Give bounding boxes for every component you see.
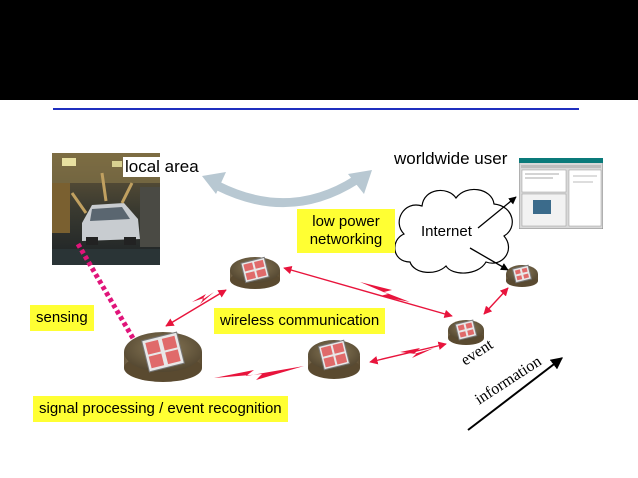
computer-screen-icon [519, 158, 603, 229]
header-bar [0, 0, 638, 100]
internet-cloud-icon [394, 188, 513, 274]
title-underline [53, 108, 579, 110]
worldwide-user-label: worldwide user [394, 149, 508, 168]
signal-processing-label: signal processing / event recognition [33, 396, 288, 422]
curved-double-arrow-icon [202, 170, 372, 208]
internet-label: Internet [421, 223, 472, 240]
local-area-label: local area [123, 157, 201, 177]
event-information-arrow [467, 357, 563, 431]
wireless-signal-icons [192, 282, 434, 380]
wireless-communication-label: wireless communication [214, 308, 386, 334]
sensor-node-right-icon [448, 319, 484, 345]
sensor-node-top-icon [230, 256, 280, 289]
sensing-link [75, 242, 137, 342]
low-power-networking-label: low power networking [297, 209, 395, 253]
arrow-to-gateway [469, 247, 509, 271]
arrow-to-screen [477, 196, 517, 229]
sensing-label: sensing [30, 305, 94, 331]
sensor-node-gateway-icon [506, 264, 538, 287]
sensor-node-middle-icon [308, 339, 360, 379]
sensor-node-large-icon [124, 331, 202, 382]
